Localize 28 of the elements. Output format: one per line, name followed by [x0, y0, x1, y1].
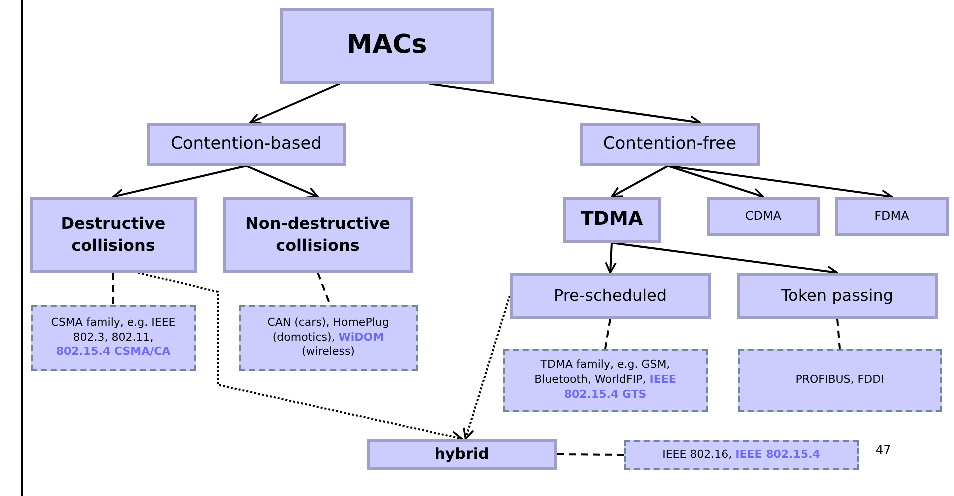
category-box: Pre-scheduled: [510, 273, 711, 319]
category-box: FDMA: [835, 197, 949, 236]
category-box: TDMA: [563, 197, 661, 243]
connector: [250, 83, 340, 124]
example-box: CAN (cars), HomePlug (domotics), WiDOM (wireless): [239, 305, 418, 371]
category-box: Destructive collisions: [30, 197, 197, 273]
connector: [557, 454, 624, 456]
category-box: Token passing: [737, 273, 938, 319]
example-box: CSMA family, e.g. IEEE 802.3, 802.11, 802.15.4 CSMA/CA: [31, 305, 196, 371]
example-box: IEEE 802.16, IEEE 802.15.4: [624, 440, 859, 470]
connector: [611, 165, 669, 198]
category-box: MACs: [280, 8, 494, 84]
category-box: Contention-free: [580, 123, 760, 166]
example-box: TDMA family, e.g. GSM, Bluetooth, WorldFIP, IEEE 802.15.4 GTS: [503, 349, 708, 412]
connector: [605, 242, 617, 274]
connector: [604, 318, 612, 350]
category-box: Contention-based: [147, 123, 346, 166]
example-box: PROFIBUS, FDDI: [738, 349, 942, 412]
category-box: CDMA: [707, 197, 820, 236]
connector: [317, 272, 332, 306]
connector: [668, 165, 764, 200]
connector: [463, 296, 511, 440]
connector: [246, 165, 319, 198]
category-box: hybrid: [367, 439, 557, 470]
category-box: Non-destructive collisions: [223, 197, 413, 273]
connector: [836, 318, 841, 350]
page-number: 47: [876, 443, 892, 457]
connector: [112, 273, 114, 305]
